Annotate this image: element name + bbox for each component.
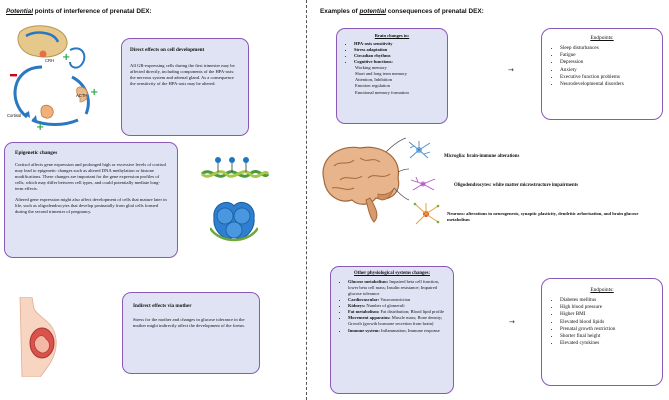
direct-effects-text: All GR-expressing cells during the first… (130, 63, 235, 87)
endpoints-box-2: Endpoints: Diabetes mellitus High blood … (541, 278, 663, 386)
physio-item-label: Glucose metabolism: (348, 279, 389, 284)
endpoint-item: Fatigue (560, 52, 654, 59)
physio-item-label: Movement apparatus: (348, 315, 391, 321)
brain-changes-title: Brain changes in: (374, 33, 410, 38)
dna-methylation-illustration (200, 157, 270, 179)
brain-subitem: Short and long term memory (355, 71, 407, 77)
physio-arrow-icon: → (509, 318, 515, 326)
physio-item: Fat metabolism: Fat distribution; Blood … (348, 309, 445, 315)
endpoints-2-list: Diabetes mellitus High blood pressure Hi… (550, 297, 654, 347)
physio-item-label: Kidneys: (348, 303, 366, 309)
brain-item: Cognitive functions: (354, 59, 439, 65)
neuron-label: Neurons: alterations in neurogenesis, sy… (447, 211, 639, 223)
epigenetic-changes-box: Epigenetic changes Cortisol affects gene… (4, 142, 178, 258)
center-divider (306, 0, 307, 400)
brain-item: HPA-axis sensitivity (354, 41, 439, 47)
endpoint-item: Anxiety (560, 67, 654, 74)
left-heading-italic: Potential (6, 8, 33, 15)
endpoint-item: Elevated blood lipids (560, 319, 654, 326)
oligodendrocyte-icon (410, 176, 436, 191)
epigenetic-paragraph-1: Cortisol affects gene expression and pro… (15, 162, 167, 192)
svg-text:+: + (62, 52, 70, 63)
endpoints-1-list: Sleep disturbances Fatigue Depression An… (550, 45, 654, 88)
physiological-title: Other physiological systems changes: (354, 271, 430, 276)
brain-changes-list: HPA-axis sensitivity Stress adaptation C… (345, 41, 439, 65)
endpoints-box-1: Endpoints: Sleep disturbances Fatigue De… (541, 28, 663, 120)
brain-subitem: Emotional memory formation (355, 89, 409, 95)
pregnant-woman-illustration (19, 297, 57, 377)
right-heading: Examples of potential consequences of pr… (320, 8, 484, 15)
oligodendrocyte-label: Oligodendrocytes: white matter microstru… (454, 183, 579, 188)
endpoint-item: Depression (560, 59, 654, 66)
direct-effects-title: Direct effects on cell development (130, 47, 205, 53)
microglia-icon (408, 141, 431, 159)
endpoints-1-title: Endpoints: (590, 35, 614, 41)
brain-subitem: Attention, Inhibition (355, 77, 392, 83)
physio-item-label: Fat metabolism: (348, 309, 380, 315)
direct-effects-box: Direct effects on cell development All G… (121, 38, 249, 136)
physio-item: Movement apparatus: Muscle mass; Bone de… (348, 315, 445, 327)
histone-illustration (210, 202, 258, 242)
microglia-label: Microglia: brain-immune alterations (444, 154, 520, 159)
physio-item-text: Muscle mass; Bone density; Growth (growt… (348, 315, 443, 327)
right-heading-rest: consequences of prenatal DEX: (386, 8, 484, 15)
indirect-effects-title: Indirect effects via mother (133, 303, 192, 309)
brain-subitem: Working memory (355, 65, 387, 71)
endpoint-item: Higher BMI (560, 311, 654, 318)
endpoint-item: Sleep disturbances (560, 45, 654, 52)
physio-item-text: Vasoconstriction (379, 297, 411, 303)
endpoint-item: Diabetes mellitus (560, 297, 654, 304)
endpoint-item: Neurodevelopmental disorders (560, 81, 654, 88)
neuron-icon (413, 202, 440, 225)
brain-arrow-icon: → (508, 66, 514, 74)
physio-item-text: Fat distribution; Blood lipid profile (379, 309, 445, 315)
physio-item-text: Impaired beta cell function, lower beta … (348, 279, 439, 297)
endpoints-2-title: Endpoints: (590, 287, 614, 293)
endpoint-item: Executive function problems (560, 74, 654, 81)
endpoint-item: Elevated cytokines (560, 340, 654, 347)
right-heading-italic: potential (359, 8, 387, 15)
left-heading: Potential points of interference of pren… (6, 8, 152, 15)
brain-item: Circadian rhythms (354, 53, 439, 59)
brain-subitem: Emotion regulation (355, 83, 390, 89)
brain-item: Stress adaptation (354, 47, 439, 53)
left-heading-rest: points of interference of prenatal DEX: (33, 8, 152, 15)
indirect-effects-text: Stress for the mother and changes in glu… (133, 317, 246, 329)
brain-illustration (322, 137, 410, 223)
epigenetic-title: Epigenetic changes (15, 150, 58, 156)
cortisol-label: Cortisol (7, 113, 22, 118)
physio-item-text: Number of glomeruli (365, 303, 405, 309)
endpoint-item: Shorter final height (560, 333, 654, 340)
indirect-effects-box: Indirect effects via mother Stress for t… (122, 292, 260, 374)
hpa-axis-illustration: + + + (10, 25, 98, 132)
physio-item-label: Cardiovascular: (348, 297, 380, 303)
endpoint-item: High blood pressure (560, 304, 654, 311)
physiological-list: Glucose metabolism: Impaired beta cell f… (339, 279, 445, 334)
physio-item: Cardiovascular: Vasoconstriction (348, 297, 445, 303)
crh-label: CRH (45, 58, 55, 63)
physio-item: Immune system: Inflammation; Immune resp… (348, 328, 445, 334)
right-heading-prefix: Examples of (320, 8, 360, 15)
svg-text:+: + (36, 122, 44, 132)
acth-label: ACTH (76, 93, 88, 98)
brain-changes-box: Brain changes in: HPA-axis sensitivity S… (336, 28, 448, 124)
epigenetic-paragraph-2: Altered gene expression might also affec… (15, 197, 167, 215)
endpoint-item: Prenatal growth restriction (560, 326, 654, 333)
physio-item: Kidneys: Number of glomeruli (348, 303, 445, 309)
svg-text:+: + (90, 87, 98, 98)
physio-item-text: Inflammation; Immune response (379, 327, 440, 333)
physio-item: Glucose metabolism: Impaired beta cell f… (348, 279, 445, 297)
physiological-changes-box: Other physiological systems changes: Glu… (330, 266, 454, 394)
physio-item-label: Immune system: (348, 327, 380, 333)
